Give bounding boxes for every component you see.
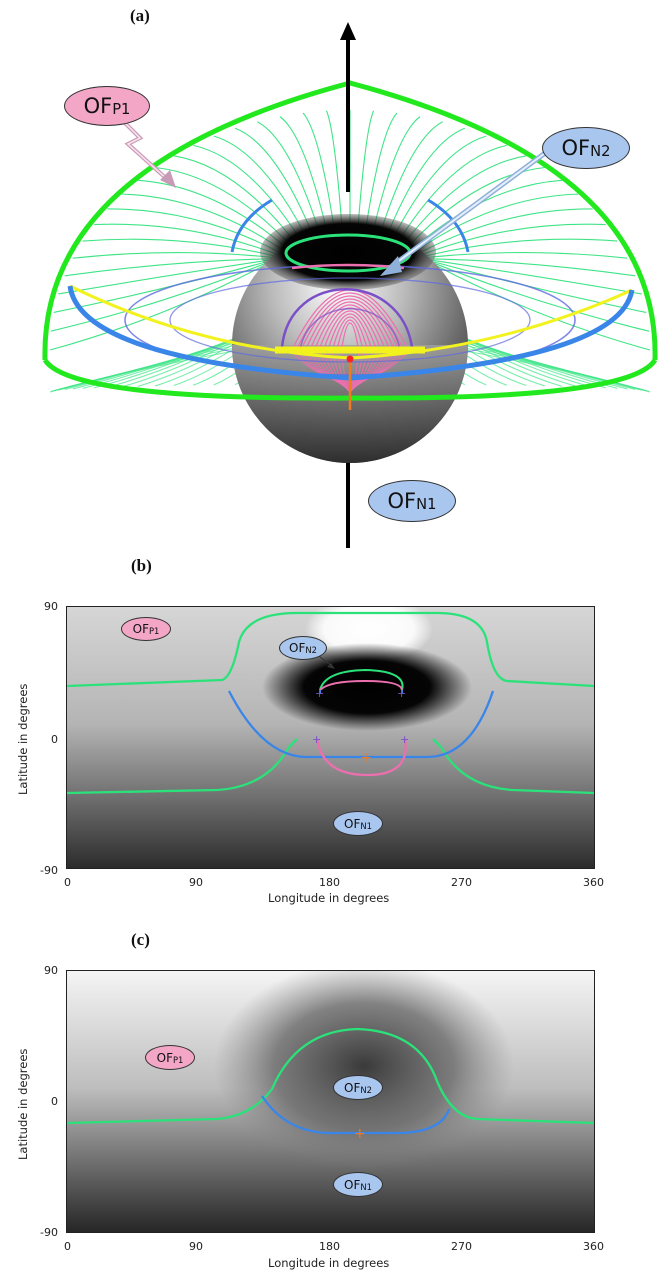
null-marker-b: + [360, 750, 372, 766]
open-field-line [50, 262, 266, 332]
open-field-line [72, 251, 272, 259]
open-field-line [434, 262, 650, 332]
open-field-line [422, 223, 606, 256]
open-field-line [459, 349, 651, 393]
open-field-line [433, 261, 647, 313]
c-ylabel: Latitude in degrees [16, 1048, 30, 1160]
open-field-line [64, 258, 270, 277]
dark-region-b [262, 643, 472, 731]
closed-loop [300, 295, 400, 351]
b-xtick-0: 0 [64, 876, 71, 889]
b-xtick-270: 270 [451, 876, 472, 889]
open-field-line [94, 223, 278, 256]
b-xtick-360: 360 [583, 876, 604, 889]
purple-arcade [280, 288, 414, 348]
open-field-line [49, 264, 266, 351]
dark-region-c [214, 971, 514, 1171]
panel-a-label: (a) [130, 6, 150, 25]
open-field-line [82, 238, 275, 257]
null-point [346, 355, 354, 363]
b-ylabel: Latitude in degrees [16, 683, 30, 795]
green-boundary-c [67, 1027, 594, 1125]
blue-separatrix-b [227, 690, 495, 759]
inner-loop-b [319, 668, 404, 691]
c-ytick-neg90: -90 [40, 1226, 58, 1239]
b-ytick-90: 90 [44, 600, 58, 613]
open-field-line [430, 258, 636, 277]
closed-loop [295, 292, 405, 351]
ofp1-zigzag-arrow [116, 114, 176, 188]
b-xtick-90: 90 [189, 876, 203, 889]
panel-b-map: + + + + + [66, 606, 595, 869]
closed-loop [336, 319, 364, 351]
c-xtick-90: 90 [189, 1240, 203, 1253]
svg-text:+: + [312, 733, 321, 746]
panel-b-label: (b) [131, 556, 152, 575]
b-xlabel: Longitude in degrees [268, 891, 390, 905]
closed-loop [322, 310, 378, 351]
open-field-line [425, 238, 618, 257]
b-ytick-0: 0 [51, 733, 58, 746]
open-field-line [432, 259, 642, 295]
closed-loop [327, 313, 373, 351]
null-marker-c: + [354, 1126, 366, 1142]
green-boundary-upper-b [67, 611, 594, 688]
open-field-line [418, 208, 593, 254]
svg-text:+: + [400, 733, 409, 746]
b-xtick-180: 180 [319, 876, 340, 889]
closed-loop [309, 301, 391, 351]
c-ytick-0: 0 [51, 1095, 58, 1108]
closed-loop [331, 316, 369, 351]
axis-arrowhead [340, 22, 356, 40]
c-xtick-270: 270 [451, 1240, 472, 1253]
panel-c-label: (c) [131, 930, 150, 949]
sun-sphere [232, 214, 468, 463]
svg-text:+: + [397, 687, 406, 700]
b-ytick-neg90: -90 [40, 864, 58, 877]
blue-separatrix-c [261, 1095, 451, 1135]
c-ytick-90: 90 [44, 964, 58, 977]
c-xlabel: Longitude in degrees [268, 1256, 390, 1270]
closed-loop [340, 322, 360, 351]
panel-c-map: + [66, 970, 595, 1233]
open-field-line [428, 251, 628, 259]
c-xtick-0: 0 [64, 1240, 71, 1253]
open-field-line [434, 264, 651, 351]
open-field-line [414, 193, 579, 253]
pink-loop-lower-b [315, 738, 407, 777]
open-field-line [58, 259, 268, 295]
c-xtick-360: 360 [583, 1240, 604, 1253]
closed-loop [304, 298, 396, 351]
svg-text:+: + [315, 687, 324, 700]
ofn2-pointer-arrow [380, 139, 562, 276]
panel-a-3d-diagram [42, 22, 658, 548]
open-field-line [107, 208, 282, 254]
closed-loop [313, 304, 387, 351]
c-xtick-180: 180 [319, 1240, 340, 1253]
green-boundary-lower-b [67, 738, 594, 795]
